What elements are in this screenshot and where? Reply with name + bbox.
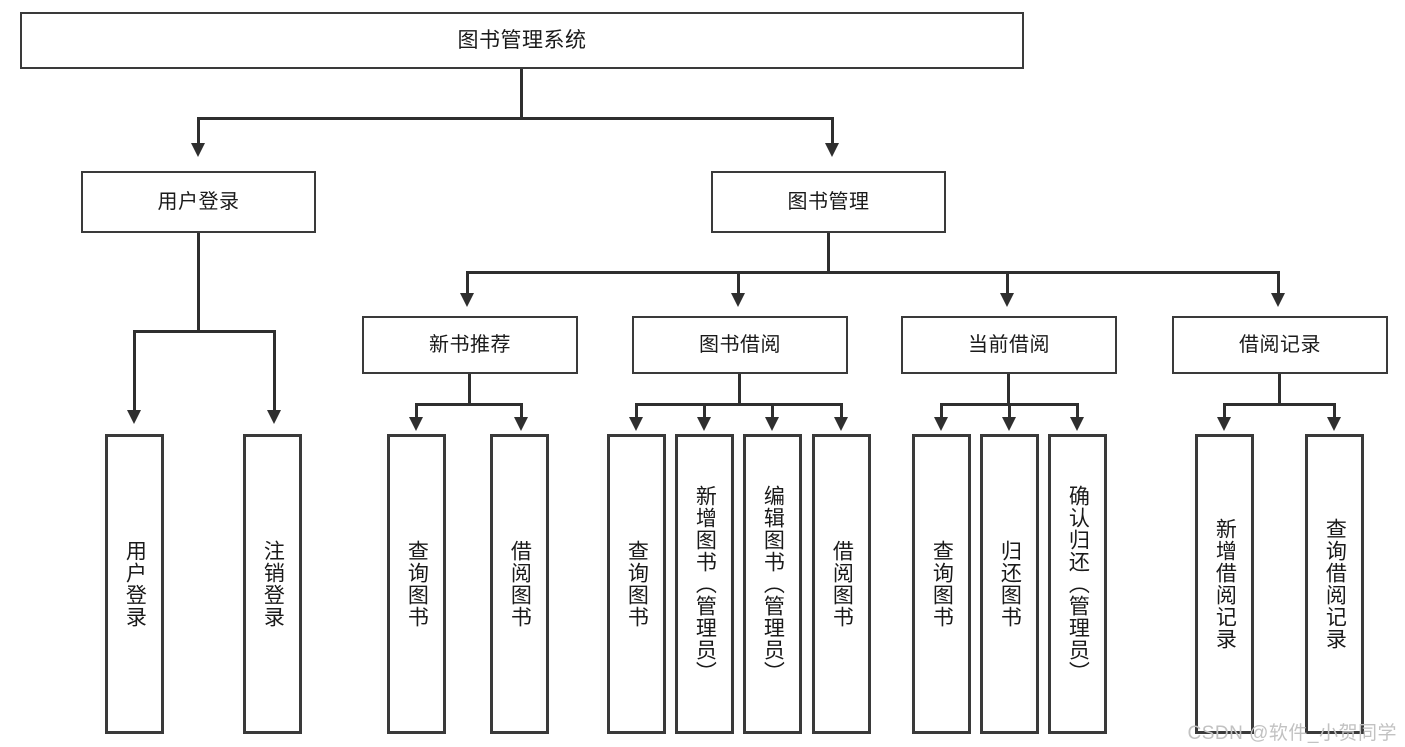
node-user-login[interactable]: 用户登录 [81,171,316,233]
leaf-nbr-query-book[interactable]: 查询图书 [387,434,446,734]
node-label: 新增图书（管理员） [693,485,717,683]
node-label: 图书管理系统 [457,28,587,52]
arrow-nbr-leaf1 [409,417,423,431]
connector-br-leaf1 [1223,403,1226,419]
connector-nbr-leaf1 [415,403,418,419]
leaf-nbr-borrow-book[interactable]: 借阅图书 [490,434,549,734]
arrow-cb-leaf3 [1070,417,1084,431]
connector-cb-leaf3 [1076,403,1079,419]
connector-bb-leaf3 [771,403,774,419]
leaf-br-query-record[interactable]: 查询借阅记录 [1305,434,1364,734]
arrow-user-login-leaf1 [127,410,141,424]
connector-borrow-record-stem [1278,374,1281,406]
connector-user-login-stem [197,233,200,333]
connector-bb-leaf2 [703,403,706,419]
arrow-bb-leaf4 [834,417,848,431]
node-label: 图书管理 [787,190,870,213]
connector-bus-to-current-borrow [1006,271,1009,295]
node-label: 图书借阅 [699,333,781,356]
arrow-cb-leaf1 [934,417,948,431]
node-new-book-recommend[interactable]: 新书推荐 [362,316,578,374]
node-current-borrow[interactable]: 当前借阅 [901,316,1117,374]
arrow-bb-leaf1 [629,417,643,431]
leaf-user-login-login[interactable]: 用户登录 [105,434,164,734]
arrow-to-borrow-record [1271,293,1285,307]
arrow-cb-leaf2 [1002,417,1016,431]
node-label: 归还图书 [998,540,1022,628]
node-borrow-record[interactable]: 借阅记录 [1172,316,1388,374]
arrow-br-leaf1 [1217,417,1231,431]
node-label: 查询图书 [625,540,649,628]
node-root-book-management-system[interactable]: 图书管理系统 [20,12,1024,69]
arrow-root-to-book-management [825,143,839,157]
leaf-bb-edit-book-admin[interactable]: 编辑图书（管理员） [743,434,802,734]
node-label: 借阅图书 [508,540,532,628]
leaf-br-add-record[interactable]: 新增借阅记录 [1195,434,1254,734]
connector-bb-leaf1 [635,403,638,419]
connector-bb-leaf4 [840,403,843,419]
node-label: 查询借阅记录 [1323,518,1347,650]
leaf-bb-borrow-book[interactable]: 借阅图书 [812,434,871,734]
connector-new-book-recommend-bus [415,403,523,406]
node-label: 借阅记录 [1239,333,1321,356]
connector-root-stem [520,69,523,119]
connector-bus-to-book-borrow [737,271,740,295]
connector-current-borrow-stem [1007,374,1010,406]
connector-br-leaf2 [1333,403,1336,419]
node-label: 借阅图书 [830,540,854,628]
connector-user-login-bus [133,330,276,333]
node-label: 确认归还（管理员） [1066,485,1090,683]
connector-user-login-leaf1 [133,330,136,412]
connector-bus-to-new-book-recommend [466,271,469,295]
node-label: 查询图书 [405,540,429,628]
arrow-nbr-leaf2 [514,417,528,431]
arrow-bb-leaf2 [697,417,711,431]
arrow-root-to-user-login [191,143,205,157]
connector-book-borrow-bus [635,403,843,406]
node-label: 用户登录 [123,540,147,628]
connector-level3-bus [466,271,1280,274]
arrow-to-current-borrow [1000,293,1014,307]
node-label: 注销登录 [261,540,285,628]
connector-root-bus [197,117,834,120]
node-label: 新增借阅记录 [1213,518,1237,650]
connector-root-to-user-login [197,117,200,145]
connector-root-to-book-management [831,117,834,145]
arrow-to-book-borrow [731,293,745,307]
leaf-cb-return-book[interactable]: 归还图书 [980,434,1039,734]
leaf-bb-query-book[interactable]: 查询图书 [607,434,666,734]
node-book-management[interactable]: 图书管理 [711,171,946,233]
arrow-to-new-book-recommend [460,293,474,307]
connector-cb-leaf2 [1008,403,1011,419]
connector-new-book-recommend-stem [468,374,471,406]
node-label: 用户登录 [157,190,240,213]
node-book-borrow[interactable]: 图书借阅 [632,316,848,374]
leaf-user-login-logout[interactable]: 注销登录 [243,434,302,734]
arrow-bb-leaf3 [765,417,779,431]
connector-cb-leaf1 [940,403,943,419]
node-label: 当前借阅 [968,333,1050,356]
connector-borrow-record-bus [1223,403,1336,406]
node-label: 查询图书 [930,540,954,628]
connector-bus-to-borrow-record [1277,271,1280,295]
connector-book-management-stem [827,233,830,273]
leaf-cb-query-book[interactable]: 查询图书 [912,434,971,734]
connector-user-login-leaf2 [273,330,276,412]
node-label: 新书推荐 [429,333,511,356]
leaf-bb-add-book-admin[interactable]: 新增图书（管理员） [675,434,734,734]
connector-nbr-leaf2 [520,403,523,419]
node-label: 编辑图书（管理员） [761,485,785,683]
arrow-br-leaf2 [1327,417,1341,431]
connector-book-borrow-stem [738,374,741,406]
arrow-user-login-leaf2 [267,410,281,424]
leaf-cb-confirm-return-admin[interactable]: 确认归还（管理员） [1048,434,1107,734]
